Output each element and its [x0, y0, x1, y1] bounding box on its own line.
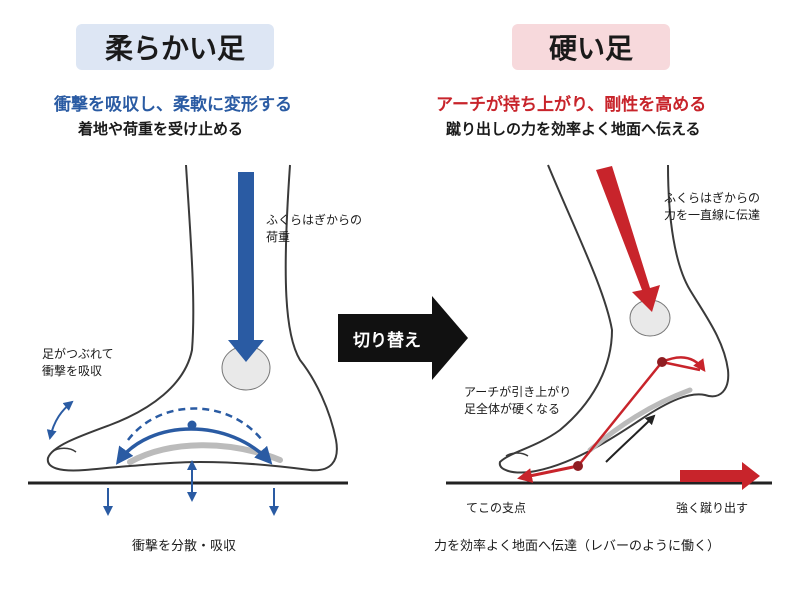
arch-top-dot: [657, 357, 667, 367]
soft-foot-title: 柔らかい足: [76, 24, 274, 70]
soft-foot-toe-nail: [51, 447, 77, 453]
push-off-label: 強く蹴り出す: [676, 501, 749, 515]
soft-deform-note: 足がつぶれて 衝撃を吸収: [42, 347, 114, 379]
push-off-arrow: [680, 462, 760, 490]
switch-label: 切り替え: [353, 330, 421, 351]
rigid-foot-caption: 力を効率よく地面へ伝達（レバーのように働く）: [434, 539, 721, 554]
soft-foot-subline: 着地や荷重を受け止める: [78, 120, 244, 138]
rigid-foot-toe-nail: [505, 452, 529, 457]
fulcrum-arrow: [517, 464, 579, 483]
fulcrum-dot: [573, 461, 583, 471]
rigid-foot-illustration: [498, 164, 730, 474]
rigid-foot-title: 硬い足: [512, 24, 670, 70]
down-arrow-icon: [228, 172, 264, 362]
rigid-foot-subline: 蹴り出しの力を効率よく地面へ伝える: [446, 120, 701, 138]
curved-arrow-icon: [605, 414, 656, 463]
right-arrow-icon: [338, 296, 468, 380]
rigid-arch-note: アーチが引き上がり 足全体が硬くなる: [464, 385, 572, 417]
fulcrum-label: てこの支点: [466, 501, 527, 515]
toe-flex-arrow: [46, 400, 74, 440]
soft-foot-headline: 衝撃を吸収し、柔軟に変形する: [54, 95, 292, 115]
soft-foot-caption: 衝撃を分散・吸収: [132, 539, 237, 554]
arch-dashed-arc: [127, 407, 263, 441]
soft-load-note: ふくらはぎからの 荷重: [266, 213, 363, 245]
rigid-foot-headline: アーチが持ち上がり、剛性を高める: [436, 95, 707, 115]
rigid-force-note: ふくらはぎからの 力を一直線に伝達: [664, 191, 761, 223]
arch-apex-dot: [187, 420, 197, 430]
force-arrow-icon: [596, 166, 660, 312]
